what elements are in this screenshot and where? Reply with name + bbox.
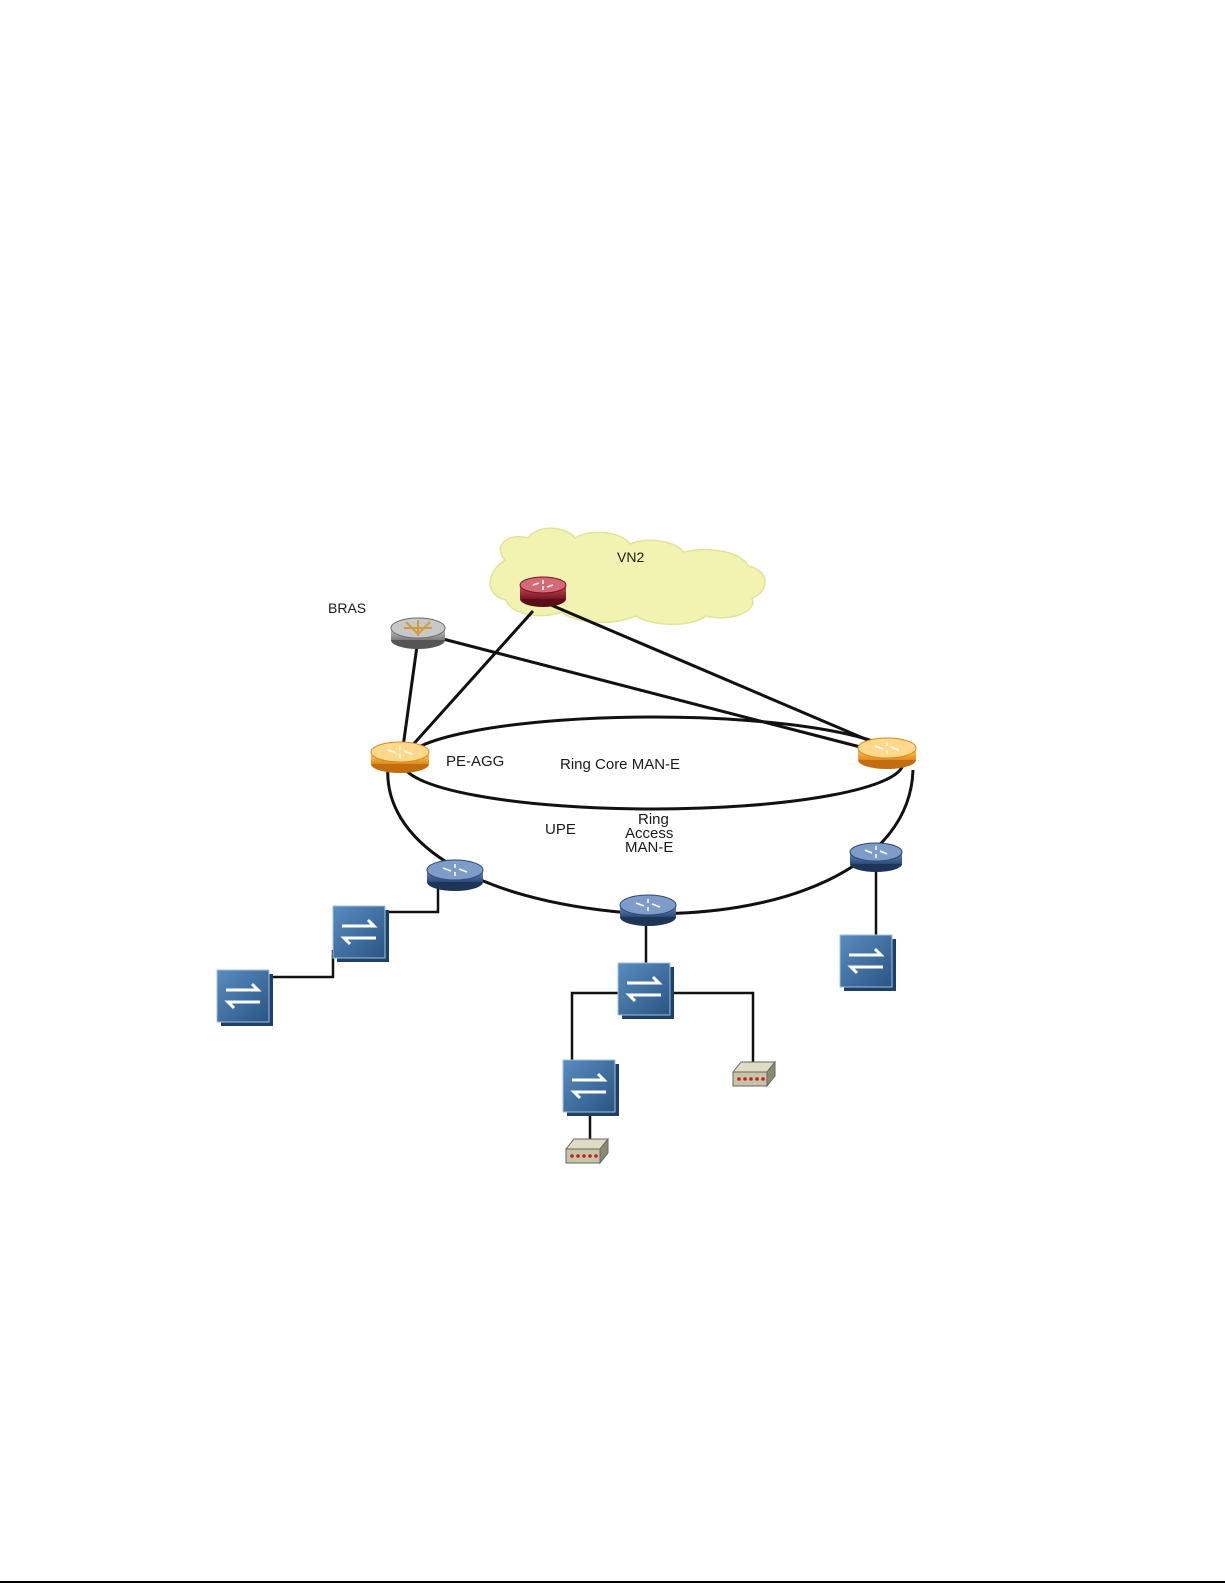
upe-router-right	[850, 843, 902, 872]
link-switch-mid-right	[670, 993, 753, 1062]
vn2-cloud	[490, 528, 765, 624]
core-router	[520, 577, 566, 607]
label-vn2: VN2	[617, 549, 644, 565]
switch-upper-left	[333, 906, 389, 962]
upe-router-left	[427, 860, 483, 891]
switch-icon	[618, 963, 670, 1015]
bras-router	[391, 618, 445, 649]
upe-router-middle	[620, 895, 676, 926]
router-icon	[850, 843, 902, 861]
link-core-pe-right	[551, 605, 877, 744]
link-switch-mid-left	[572, 993, 618, 1062]
label-ring-access-line3: MAN-E	[625, 839, 673, 856]
link-upe-left-switch	[387, 888, 438, 912]
bottom-rule	[0, 1581, 1225, 1583]
pe-agg-router-left	[371, 742, 429, 773]
terminal-right	[733, 1062, 775, 1086]
switch-bottom	[563, 1060, 619, 1116]
router-icon	[520, 577, 566, 593]
router-icon	[371, 742, 429, 762]
switch-icon	[217, 970, 269, 1022]
label-bras: BRAS	[328, 600, 366, 616]
switch-right	[840, 935, 896, 991]
link-switch-switch-left	[270, 950, 333, 977]
pe-agg-router-right	[858, 738, 916, 769]
label-pe-agg: PE-AGG	[446, 753, 504, 770]
switch-middle	[618, 963, 674, 1019]
switch-lower-left	[217, 970, 273, 1026]
link-bras-pe-left	[403, 646, 417, 747]
cloud-icon	[490, 528, 765, 624]
switch-icon	[563, 1060, 615, 1112]
label-ring-core: Ring Core MAN-E	[560, 756, 680, 773]
switch-icon	[333, 906, 385, 958]
label-upe: UPE	[545, 821, 576, 838]
uplink-links	[403, 605, 877, 750]
router-icon	[427, 860, 483, 880]
link-bras-pe-right	[443, 639, 872, 750]
router-icon	[858, 738, 916, 758]
terminal-bottom	[566, 1139, 608, 1163]
router-icon	[620, 895, 676, 915]
switch-icon	[840, 935, 892, 987]
